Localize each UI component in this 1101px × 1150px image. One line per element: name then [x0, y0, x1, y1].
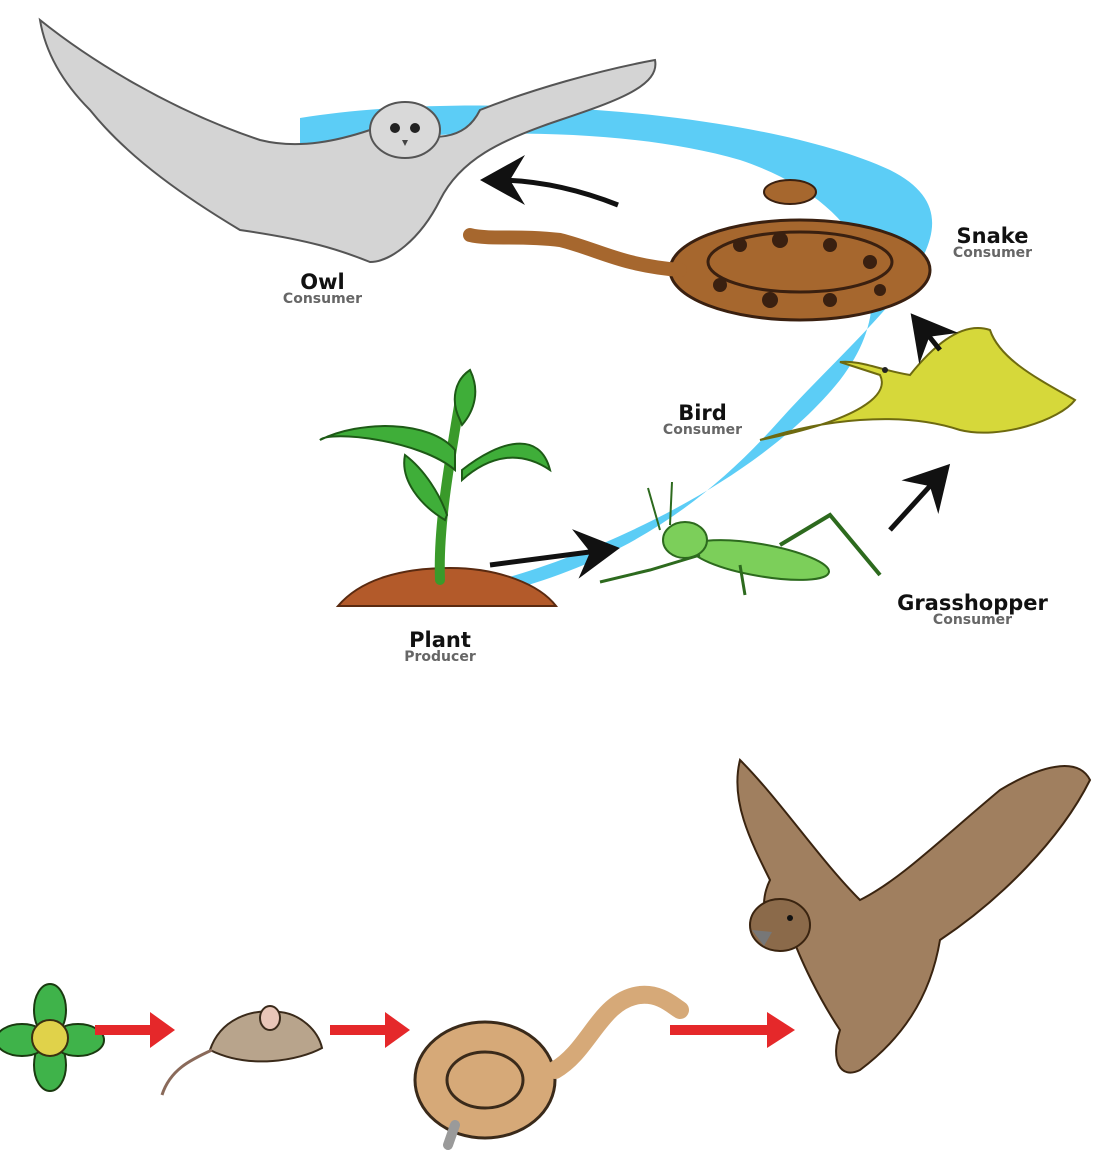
label-owl: Owl Consumer [265, 272, 380, 306]
label-snake: Snake Consumer [940, 226, 1045, 260]
arrow-mouse-to-rattlesnake [330, 1012, 410, 1048]
snake-name: Snake [940, 226, 1045, 247]
arrow-flower-to-mouse [95, 1012, 175, 1048]
top-food-chain [40, 20, 1075, 606]
arrow-bird-to-snake [920, 325, 940, 350]
arrow-snake-to-owl [495, 180, 618, 205]
bird-role: Consumer [645, 423, 760, 437]
plant-icon [320, 370, 556, 606]
grasshopper-role: Consumer [875, 613, 1070, 627]
plant-role: Producer [385, 650, 495, 664]
label-plant: Plant Producer [385, 630, 495, 664]
hawk-icon [737, 760, 1090, 1073]
owl-name: Owl [265, 272, 380, 293]
owl-icon [40, 20, 655, 262]
grasshopper-name: Grasshopper [875, 593, 1070, 614]
rattlesnake-icon [415, 995, 680, 1145]
plant-name: Plant [385, 630, 495, 651]
owl-role: Consumer [265, 292, 380, 306]
flower-icon [0, 984, 104, 1091]
arrow-rattlesnake-to-hawk [670, 1012, 795, 1048]
grasshopper-icon [600, 482, 880, 595]
yellow-bird-icon [760, 328, 1075, 440]
arrow-grasshopper-to-bird [890, 475, 940, 530]
snake-role: Consumer [940, 246, 1045, 260]
bird-name: Bird [645, 403, 760, 424]
bottom-food-chain [0, 760, 1090, 1145]
mouse-icon [162, 1006, 322, 1095]
label-grasshopper: Grasshopper Consumer [875, 593, 1070, 627]
label-bird: Bird Consumer [645, 403, 760, 437]
